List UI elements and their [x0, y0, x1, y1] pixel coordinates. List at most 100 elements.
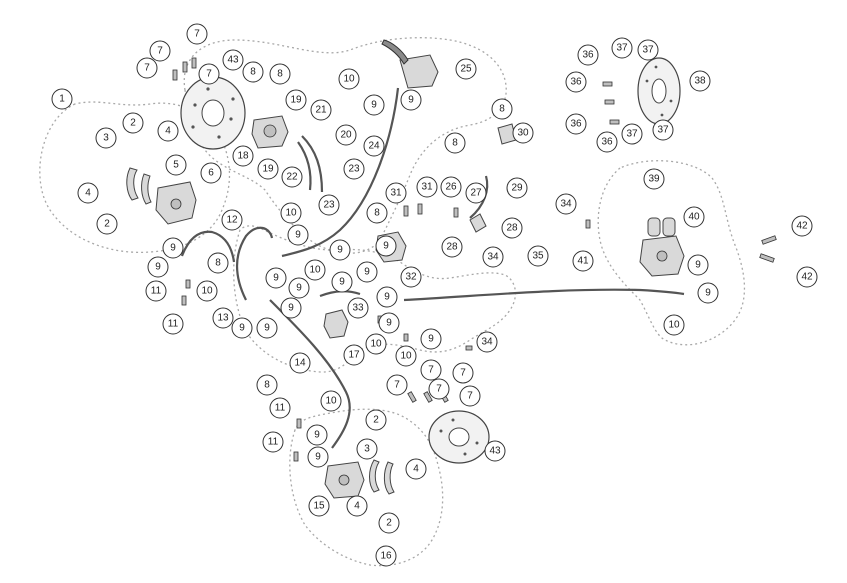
callout-bubble [378, 512, 400, 534]
callout-37: 37 [637, 39, 659, 61]
callout-7: 7 [452, 362, 474, 384]
callout-number: 17 [348, 350, 360, 361]
callout-bubble [378, 312, 400, 334]
callout-bubble [186, 23, 208, 45]
callout-bubble [335, 124, 357, 146]
callout-bubble [287, 224, 309, 246]
callout-number: 7 [428, 365, 434, 376]
callout-bubble [376, 286, 398, 308]
callout-bubble [288, 277, 310, 299]
callout-number: 9 [705, 288, 711, 299]
callout-9: 9 [697, 282, 719, 304]
callout-25: 25 [455, 58, 477, 80]
callout-23: 23 [318, 194, 340, 216]
callout-number: 10 [285, 208, 297, 219]
callout-bubble [346, 495, 368, 517]
callout-3: 3 [356, 438, 378, 460]
callout-7: 7 [186, 23, 208, 45]
callout-bubble [441, 236, 463, 258]
callout-number: 7 [394, 380, 400, 391]
callout-bubble [307, 446, 329, 468]
callout-4: 4 [346, 495, 368, 517]
callout-10: 10 [365, 333, 387, 355]
callout-2: 2 [365, 409, 387, 431]
callout-number: 2 [130, 118, 136, 129]
callout-bubble [196, 280, 218, 302]
callout-number: 4 [354, 501, 360, 512]
callout-number: 36 [601, 137, 613, 148]
callout-bubble [212, 307, 234, 329]
callout-bubble [506, 177, 528, 199]
callout-number: 23 [323, 200, 335, 211]
callout-11: 11 [145, 280, 167, 302]
callout-bubble [491, 98, 513, 120]
callout-7: 7 [136, 57, 158, 79]
callout-bubble [363, 94, 385, 116]
callout-9: 9 [363, 94, 385, 116]
callout-10: 10 [196, 280, 218, 302]
callout-bubble [512, 122, 534, 144]
callout-number: 42 [796, 221, 808, 232]
callout-9: 9 [375, 235, 397, 257]
callout-number: 40 [688, 212, 700, 223]
callout-bubble [416, 176, 438, 198]
callout-bubble [643, 168, 665, 190]
callout-number: 37 [642, 45, 654, 56]
callout-number: 41 [577, 256, 589, 267]
callout-8: 8 [444, 132, 466, 154]
callout-bubble [200, 162, 222, 184]
callout-9: 9 [329, 239, 351, 261]
callout-9: 9 [288, 277, 310, 299]
callout-number: 37 [626, 129, 638, 140]
callout-3: 3 [95, 127, 117, 149]
callout-bubble [385, 182, 407, 204]
master-cylinder-handlebar [381, 39, 439, 89]
callout-10: 10 [320, 390, 342, 412]
callout-number: 34 [560, 199, 572, 210]
callout-bubble [652, 119, 674, 141]
callout-27: 27 [465, 182, 487, 204]
callout-40: 40 [683, 206, 705, 228]
callout-bubble [501, 217, 523, 239]
callout-number: 42 [801, 272, 813, 283]
callout-bubble [207, 252, 229, 274]
callout-bubble [308, 495, 330, 517]
callout-number: 8 [277, 69, 283, 80]
callout-5: 5 [165, 154, 187, 176]
callout-bubble [621, 123, 643, 145]
brake-disc-front-bottom [428, 410, 490, 464]
callout-number: 7 [144, 63, 150, 74]
callout-bubble [262, 431, 284, 453]
callout-28: 28 [441, 236, 463, 258]
callout-11: 11 [162, 313, 184, 335]
callout-number: 9 [337, 245, 343, 256]
callout-number: 3 [364, 444, 370, 455]
callout-bubble [77, 182, 99, 204]
callout-bubble [306, 424, 328, 446]
callout-number: 10 [343, 74, 355, 85]
callout-37: 37 [611, 37, 633, 59]
callout-32: 32 [400, 266, 422, 288]
callout-number: 24 [368, 141, 380, 152]
callout-10: 10 [338, 68, 360, 90]
callout-number: 23 [348, 164, 360, 175]
callout-bubble [455, 58, 477, 80]
callout-bubble [256, 317, 278, 339]
callout-12: 12 [221, 209, 243, 231]
callout-7: 7 [149, 40, 171, 62]
callout-number: 9 [383, 241, 389, 252]
callout-4: 4 [157, 120, 179, 142]
callout-bubble [304, 259, 326, 281]
callout-9: 9 [356, 261, 378, 283]
callout-24: 24 [363, 135, 385, 157]
callout-bubble [280, 297, 302, 319]
callout-35: 35 [527, 245, 549, 267]
rear-bracket [469, 123, 517, 233]
callout-34: 34 [555, 193, 577, 215]
callout-16: 16 [375, 545, 397, 567]
callout-bubble [356, 261, 378, 283]
callout-number: 10 [309, 265, 321, 276]
callout-9: 9 [420, 328, 442, 350]
callout-42: 42 [791, 215, 813, 237]
callout-bubble [242, 61, 264, 83]
